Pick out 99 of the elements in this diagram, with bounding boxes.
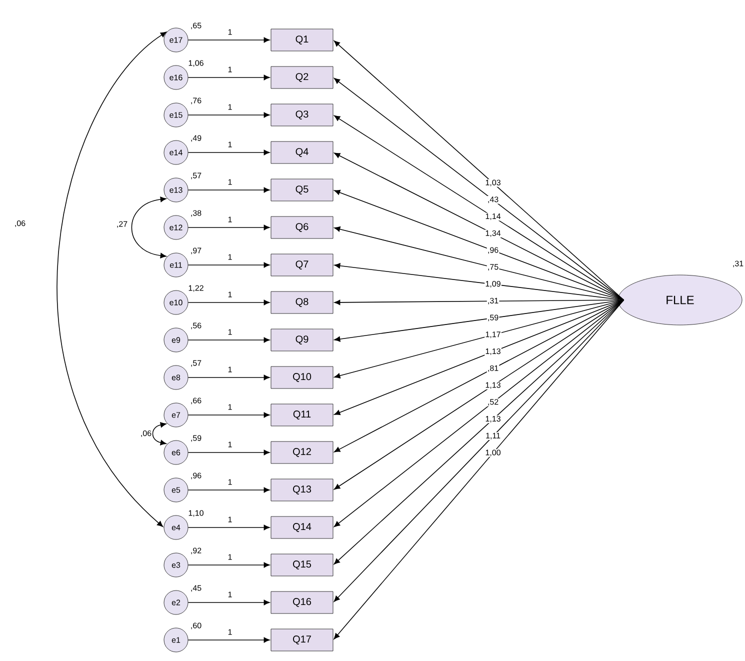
edge-label: 1,13: [484, 382, 502, 390]
arrow: [334, 300, 624, 378]
arrow: [188, 300, 270, 306]
observed-box: Q9: [270, 328, 334, 352]
variance-label: ,56: [191, 322, 202, 330]
variance-label: ,57: [191, 172, 202, 180]
observed-box: Q14: [270, 516, 334, 539]
edge-label: ,52: [486, 398, 500, 406]
edge-label: 1,03: [484, 179, 502, 187]
edge-label: 1: [227, 141, 233, 148]
edge-label: 1: [227, 28, 233, 36]
edge-label: 1: [227, 366, 233, 373]
variance-label: ,96: [191, 472, 202, 480]
observed-box: Q15: [270, 554, 334, 576]
arrow: [188, 562, 270, 568]
arrow: [188, 487, 270, 493]
edge-label: 1: [227, 66, 233, 73]
arrow: [188, 600, 270, 606]
edge-label: 1: [227, 254, 233, 260]
observed-box: Q3: [270, 104, 334, 126]
observed-box: Q7: [270, 254, 334, 276]
variance-label: ,65: [191, 22, 202, 30]
edge-label: ,59: [486, 314, 500, 322]
edge-label: 1: [227, 291, 233, 298]
arrow: [334, 300, 624, 342]
edge-label: ,43: [486, 196, 500, 204]
edge-label: 1: [227, 178, 233, 186]
observed-box: Q4: [270, 141, 334, 164]
edge-label: 1: [227, 328, 233, 336]
arrow: [188, 637, 270, 643]
arrow: [188, 337, 270, 343]
variance-label: ,45: [191, 585, 202, 592]
arrow: [188, 262, 270, 268]
covariance-arc: [56, 32, 167, 527]
edge-label: 1,34: [484, 230, 502, 238]
variance-label: ,31: [733, 260, 744, 268]
arrow: [188, 74, 270, 80]
variance-label: 1,10: [188, 510, 204, 517]
variance-label: 1,06: [188, 60, 204, 67]
observed-box: Q12: [270, 441, 334, 464]
variance-label: ,60: [191, 622, 202, 630]
edge-label: 1,11: [484, 432, 502, 440]
edge-label: 1,00: [484, 449, 502, 457]
edge-label: ,06: [140, 430, 152, 438]
variance-label: ,57: [191, 360, 202, 367]
arrow: [188, 224, 270, 230]
covariance-arc: [131, 196, 166, 258]
edge-label: ,96: [486, 246, 500, 254]
observed-box: Q6: [270, 216, 334, 239]
observed-box: Q16: [270, 591, 334, 614]
edge-label: 1: [227, 441, 233, 448]
observed-box: Q1: [270, 28, 334, 52]
arrow: [188, 37, 270, 43]
variance-label: ,59: [191, 435, 202, 442]
variance-label: ,92: [191, 548, 202, 554]
arrow: [334, 152, 624, 300]
observed-box: Q11: [270, 404, 334, 426]
variance-label: ,76: [191, 98, 202, 104]
edge-label: 1: [227, 478, 233, 486]
arrow: [188, 450, 270, 456]
edge-label: 1: [227, 554, 233, 560]
arrow: [334, 300, 624, 452]
edge-label: ,81: [486, 364, 500, 373]
arrow: [334, 300, 624, 490]
edge-label: ,27: [116, 220, 128, 228]
edge-label: ,06: [14, 220, 26, 228]
edge-label: 1: [227, 216, 233, 223]
arrow: [188, 112, 270, 118]
edge-label: 1,13: [484, 348, 502, 356]
variance-label: ,38: [191, 210, 202, 217]
edge-label: 1,13: [484, 415, 502, 424]
observed-box: Q5: [270, 178, 334, 202]
variance-label: ,66: [191, 398, 202, 404]
observed-box: Q13: [270, 478, 334, 502]
edge-label: 1: [227, 628, 233, 636]
edge-label: ,31: [486, 297, 500, 306]
edge-label: 1: [227, 104, 233, 110]
observed-box: Q17: [270, 628, 334, 652]
observed-box: Q8: [270, 291, 334, 314]
edge-label: 1: [227, 591, 233, 598]
edge-label: 1,17: [484, 331, 502, 339]
edge-label: 1,09: [484, 280, 502, 288]
edge-label: 1: [227, 516, 233, 523]
arrow: [188, 412, 270, 418]
covariance-arc: [152, 422, 166, 446]
edge-label: 1,14: [484, 212, 502, 221]
variance-label: 1,22: [188, 285, 204, 292]
variance-label: ,49: [191, 135, 202, 142]
observed-box: Q10: [270, 366, 334, 389]
arrow: [188, 374, 270, 380]
arrow: [188, 187, 270, 193]
arrow: [188, 150, 270, 156]
variance-label: ,97: [191, 248, 202, 254]
arrow: [334, 115, 624, 300]
edge-label: 1: [227, 404, 233, 410]
arrow: [334, 226, 624, 300]
observed-box: Q2: [270, 66, 334, 89]
arrow: [188, 524, 270, 530]
edge-label: ,75: [486, 264, 500, 272]
